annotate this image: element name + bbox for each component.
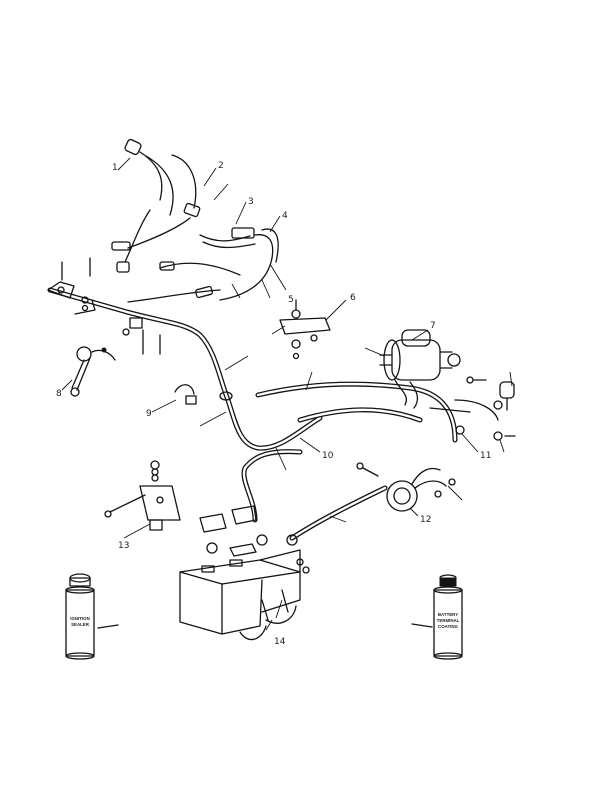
alternator-unit [386,467,456,512]
ignition-sealer-can: IGNITION SEALER [65,573,119,660]
right-can-label-line2: TERMINAL [437,618,460,623]
dimmer-switch [70,346,116,397]
callout-5: 5 [288,295,294,305]
mounting-bracket [279,299,331,360]
callout-11: 11 [480,451,491,461]
main-wiring-harness [47,287,458,451]
dash-bracket [47,257,161,355]
left-can-label-line1: IGNITION [70,616,90,621]
callout-9: 9 [146,409,152,419]
callout-1: 1 [112,163,118,173]
battery-pads [199,505,257,533]
harness-clip [174,384,197,405]
callout-7: 7 [430,321,436,331]
callout-10: 10 [322,451,334,461]
batteries [179,534,310,641]
callout-numbers: 1 2 3 4 5 6 7 8 9 10 11 12 13 14 [56,161,491,647]
battery-terminal-coating-can: BATTERY TERMINAL COATING [411,574,463,660]
callout-6: 6 [350,293,356,303]
callout-2: 2 [218,161,224,171]
left-can-label-line2: SEALER [71,622,90,627]
starter-motor [379,329,461,409]
callout-4: 4 [282,211,288,221]
right-can-label-line3: COATING [438,624,459,629]
callout-3: 3 [248,197,254,207]
callout-14: 14 [274,637,286,647]
ground-cable [241,449,388,541]
callout-8: 8 [56,389,62,399]
callout-12: 12 [420,515,431,525]
callout-13: 13 [118,541,129,551]
upper-sub-harness [111,138,279,303]
right-can-label-line1: BATTERY [438,612,458,617]
sender-switches [429,376,516,441]
battery-bracket [104,460,181,531]
leader-lines [61,157,513,631]
